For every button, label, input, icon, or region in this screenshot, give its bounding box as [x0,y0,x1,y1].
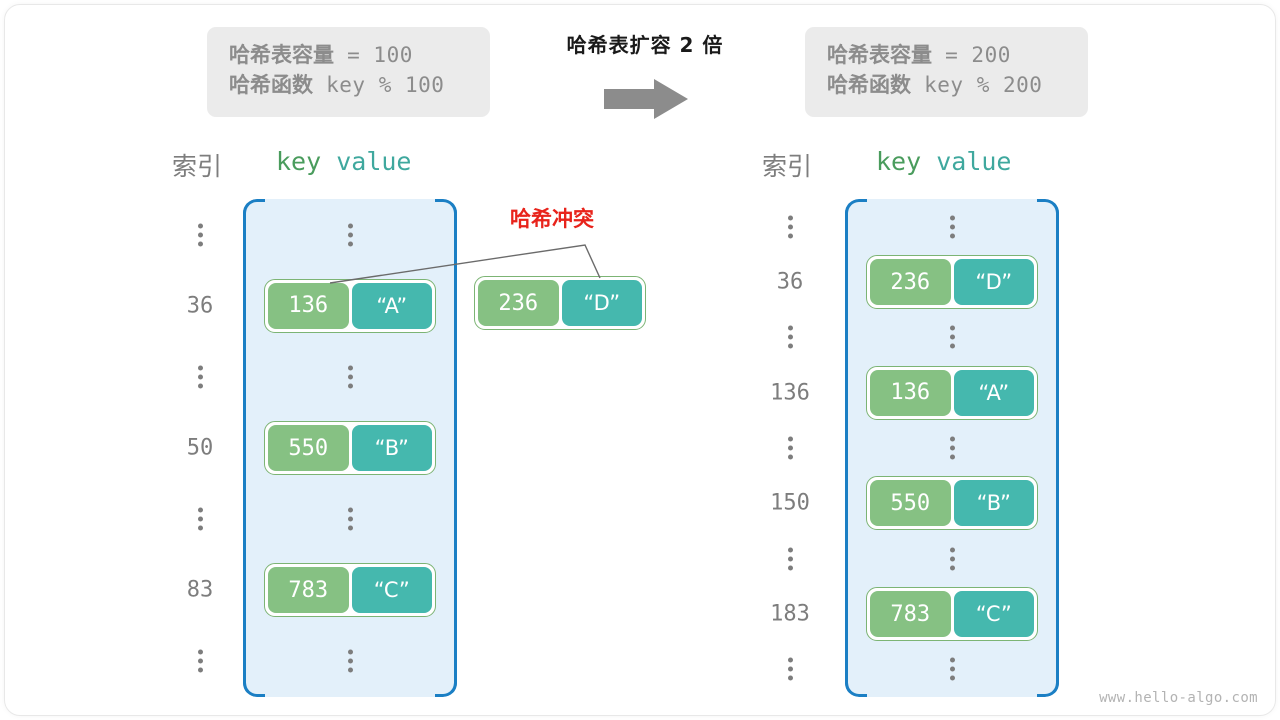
index-label: 183 [770,601,810,627]
row-ellipsis [947,215,957,239]
right-index-column-header: 索引 [762,152,813,181]
pair-key: 550 [268,425,349,471]
transition-caption: 哈希表扩容 2 倍 [566,33,724,57]
collision-label: 哈希冲突 [510,207,594,231]
index-ellipsis [750,657,830,681]
pair-key: 550 [870,480,951,527]
index-ellipsis [750,436,830,460]
capacity-line-before: 哈希表容量 = 100 [229,43,413,67]
pair-value: “C” [953,591,1034,637]
row-ellipsis [345,223,355,247]
pair-key: 136 [268,282,349,329]
index-label: 150 [770,490,810,516]
hashfn-line-before: 哈希函数 key % 100 [229,72,445,97]
index-label: 83 [186,577,214,603]
pair-key: 783 [268,567,349,614]
pair-value: “A” [953,369,1034,416]
row-ellipsis [345,507,355,531]
watermark: www.hello-algo.com [1099,690,1258,706]
row-ellipsis [947,547,957,571]
pair-value: “B” [953,480,1034,527]
index-ellipsis [750,325,830,349]
pair-value: “D” [953,259,1034,305]
keyvalue-pair[interactable]: 550“B” [866,476,1038,531]
index-ellipsis [160,649,240,673]
left-keyvalue-column-header: key value [276,147,412,176]
keyvalue-pair[interactable]: 783“C” [264,563,436,618]
index-label: 50 [186,435,214,461]
row-ellipsis [345,365,355,389]
row-ellipsis [947,325,957,349]
pair-value: “A” [351,282,432,329]
row-ellipsis [947,657,957,681]
index-ellipsis [750,547,830,571]
colliding-entry-value: “D” [561,280,642,326]
colliding-entry-pair[interactable]: 236 “D” [474,276,646,330]
index-label: 36 [776,269,804,295]
hashfn-line-after: 哈希函数 key % 200 [827,72,1043,97]
pair-value: “C” [351,567,432,614]
left-index-column-header: 索引 [172,152,223,181]
right-keyvalue-column-header: key value [876,147,1012,176]
keyvalue-pair[interactable]: 236“D” [866,255,1038,309]
row-ellipsis [345,649,355,673]
index-ellipsis [160,365,240,389]
pair-key: 236 [870,259,951,305]
hashtable-info-after: 哈希表容量 = 200 哈希函数 key % 200 [805,27,1088,117]
keyvalue-pair[interactable]: 136“A” [866,365,1038,420]
index-ellipsis [160,223,240,247]
keyvalue-pair[interactable]: 783“C” [866,587,1038,641]
keyvalue-pair[interactable]: 550“B” [264,421,436,475]
row-ellipsis [947,436,957,460]
capacity-line-after: 哈希表容量 = 200 [827,43,1011,67]
index-ellipsis [750,215,830,239]
hashtable-info-before: 哈希表容量 = 100 哈希函数 key % 100 [207,27,490,117]
pair-value: “B” [351,425,432,471]
colliding-entry-key: 236 [478,280,559,326]
keyvalue-pair[interactable]: 136“A” [264,278,436,333]
index-label: 36 [186,293,214,319]
index-label: 136 [770,380,810,406]
pair-key: 783 [870,591,951,637]
right-arrow-icon [604,79,688,119]
index-ellipsis [160,507,240,531]
pair-key: 136 [870,369,951,416]
